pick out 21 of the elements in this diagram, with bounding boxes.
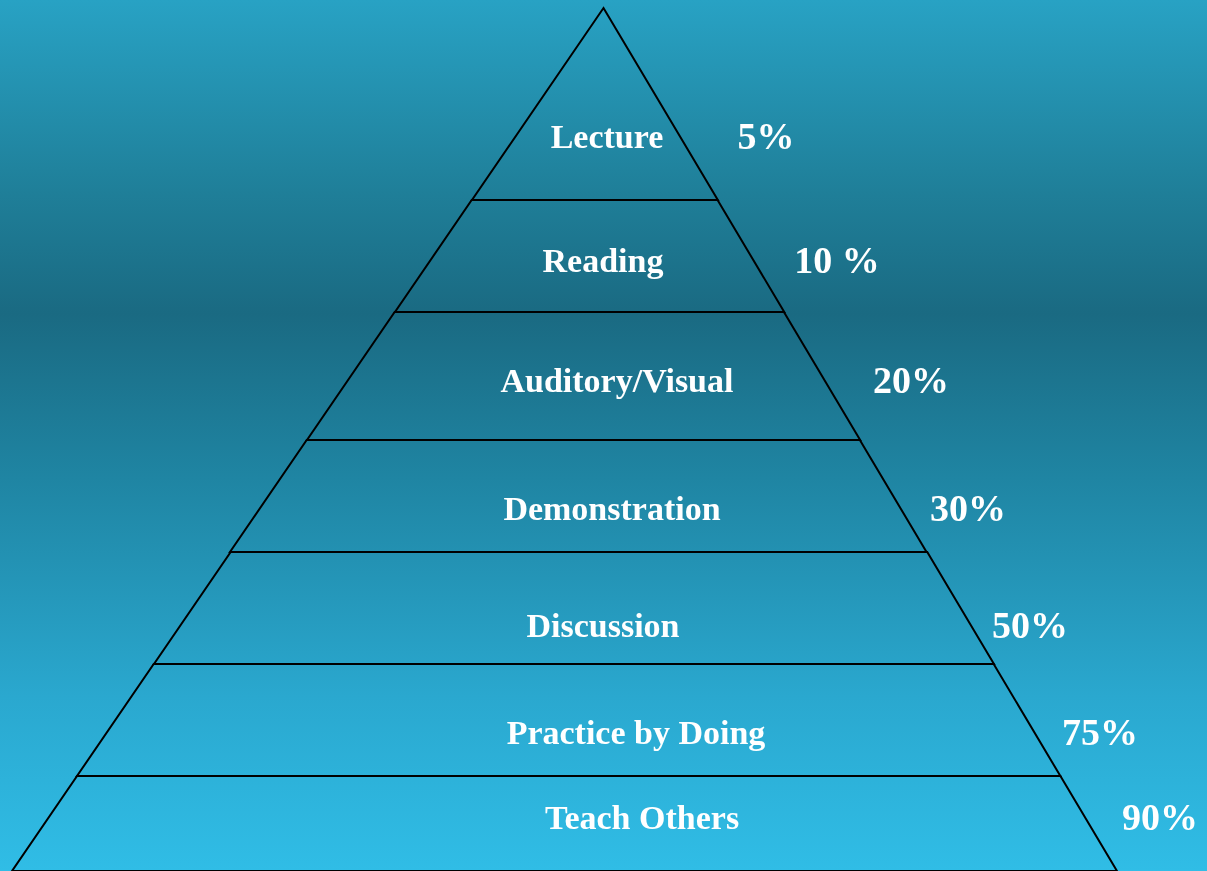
- pyramid-level: [153, 552, 994, 664]
- percentage-label: 90%: [1122, 797, 1198, 839]
- pyramid-level: [307, 312, 861, 440]
- pyramid-top: [471, 8, 718, 200]
- percentage-label: 50%: [992, 605, 1068, 647]
- level-label: Teach Others: [544, 799, 740, 837]
- pyramid-level: [230, 440, 927, 552]
- level-label: Demonstration: [503, 490, 721, 528]
- percentage-label: 75%: [1062, 712, 1138, 754]
- level-label: Lecture: [550, 118, 664, 156]
- level-label: Discussion: [526, 607, 680, 645]
- level-label: Practice by Doing: [506, 714, 766, 752]
- level-label: Reading: [542, 242, 664, 280]
- level-label: Auditory/Visual: [500, 362, 734, 400]
- percentage-label: 5%: [737, 116, 795, 158]
- percentage-label: 30%: [930, 488, 1006, 530]
- percentage-label: 20%: [873, 360, 949, 402]
- pyramid-level: [77, 664, 1061, 776]
- pyramid-level: [12, 776, 1117, 871]
- pyramid-level: [394, 200, 785, 312]
- percentage-label: 10 %: [794, 240, 880, 282]
